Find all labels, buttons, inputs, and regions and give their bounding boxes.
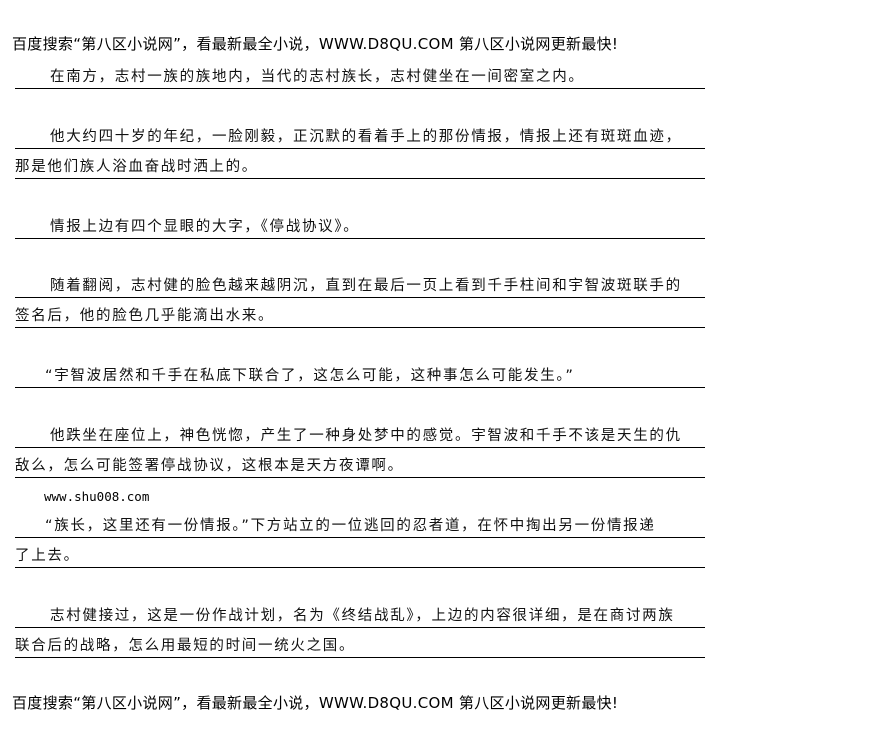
line-text: 那是他们族人浴血奋战时洒上的。 bbox=[15, 159, 258, 175]
text-line: 情报上边有四个显眼的大字，《停战协议》。 bbox=[15, 216, 705, 239]
line-text: 联合后的战略，怎么用最短的时间一统火之国。 bbox=[15, 638, 356, 654]
text-line: 敌么，怎么可能签署停战协议，这根本是天方夜谭啊。 bbox=[15, 455, 705, 478]
text-line: 志村健接过，这是一份作战计划，名为《终结战乱》，上边的内容很详细，是在商讨两族 bbox=[15, 605, 705, 628]
inline-site-watermark: www.shu008.com bbox=[44, 489, 150, 504]
line-text: 在南方，志村一族的族地内，当代的志村族长，志村健坐在一间密室之内。 bbox=[50, 69, 585, 85]
footer-banner: 百度搜索“第八区小说网”，看最新最全小说，WWW.D8QU.COM 第八区小说网… bbox=[12, 694, 619, 712]
line-text: 签名后，他的脸色几乎能滴出水来。 bbox=[15, 308, 275, 324]
line-text: 志村健接过，这是一份作战计划，名为《终结战乱》，上边的内容很详细，是在商讨两族 bbox=[50, 608, 675, 624]
line-text: “族长，这里还有一份情报。”下方站立的一位逃回的忍者道，在怀中掏出另一份情报递 bbox=[45, 518, 656, 534]
text-line: 在南方，志村一族的族地内，当代的志村族长，志村健坐在一间密室之内。 bbox=[15, 66, 705, 89]
text-line: 联合后的战略，怎么用最短的时间一统火之国。 bbox=[15, 635, 705, 658]
text-line: 签名后，他的脸色几乎能滴出水来。 bbox=[15, 305, 705, 328]
line-text: 敌么，怎么可能签署停战协议，这根本是天方夜谭啊。 bbox=[15, 458, 404, 474]
text-line: 那是他们族人浴血奋战时洒上的。 bbox=[15, 156, 705, 179]
text-line: 随着翻阅，志村健的脸色越来越阴沉，直到在最后一页上看到千手柱间和宇智波斑联手的 bbox=[15, 275, 705, 298]
line-text: 了上去。 bbox=[15, 548, 80, 564]
line-text: 情报上边有四个显眼的大字，《停战协议》。 bbox=[50, 219, 360, 235]
line-text: 他大约四十岁的年纪，一脸刚毅，正沉默的看着手上的那份情报，情报上还有斑斑血迹， bbox=[50, 129, 682, 145]
text-line: “族长，这里还有一份情报。”下方站立的一位逃回的忍者道，在怀中掏出另一份情报递 bbox=[15, 515, 705, 538]
header-banner: 百度搜索“第八区小说网”，看最新最全小说，WWW.D8QU.COM 第八区小说网… bbox=[12, 35, 619, 53]
text-line: 他大约四十岁的年纪，一脸刚毅，正沉默的看着手上的那份情报，情报上还有斑斑血迹， bbox=[15, 126, 705, 149]
text-line: 他跌坐在座位上，神色恍惚，产生了一种身处梦中的感觉。宇智波和千手不该是天生的仇 bbox=[15, 425, 705, 448]
text-line: “宇智波居然和千手在私底下联合了，这怎么可能，这种事怎么可能发生。” bbox=[15, 365, 705, 388]
line-text: 他跌坐在座位上，神色恍惚，产生了一种身处梦中的感觉。宇智波和千手不该是天生的仇 bbox=[50, 428, 682, 444]
text-line: 了上去。 bbox=[15, 545, 705, 568]
line-text: “宇智波居然和千手在私底下联合了，这怎么可能，这种事怎么可能发生。” bbox=[45, 368, 575, 384]
line-text: 随着翻阅，志村健的脸色越来越阴沉，直到在最后一页上看到千手柱间和宇智波斑联手的 bbox=[50, 278, 682, 294]
